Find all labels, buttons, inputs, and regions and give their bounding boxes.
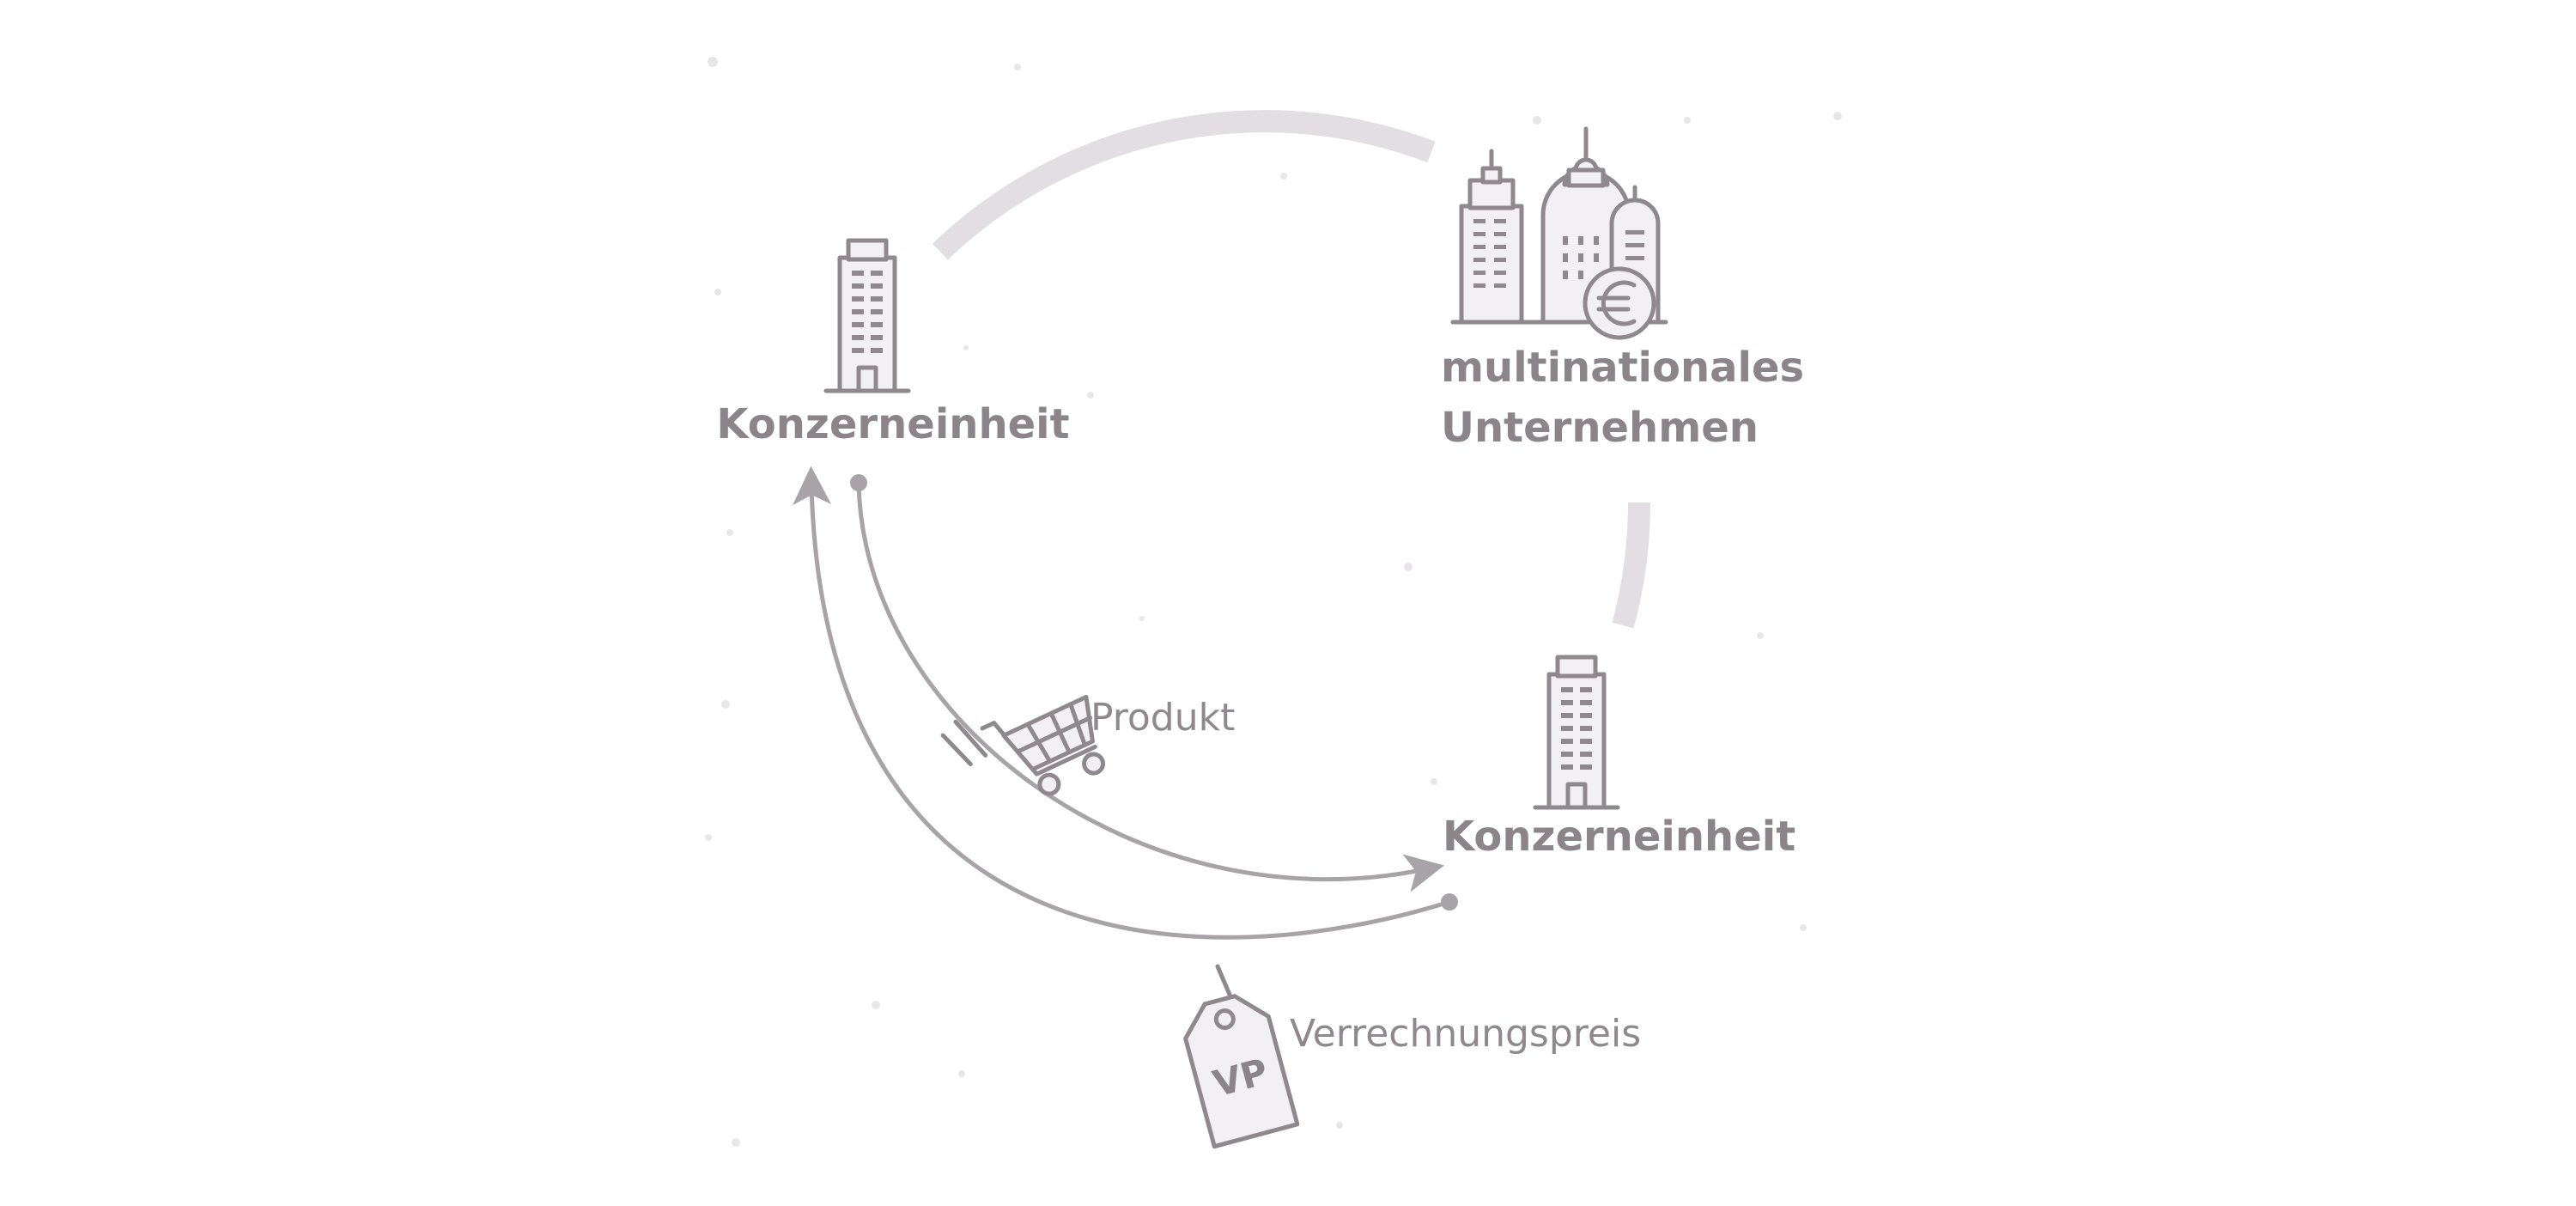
multinational-label-line2: Unternehmen — [1441, 404, 1759, 452]
city-skyline-icon — [1450, 126, 1668, 325]
multinational-label-line1: multinationales — [1441, 344, 1804, 392]
top-left-entity-label: Konzerneinheit — [716, 400, 1069, 448]
paper-speckles — [705, 57, 1842, 1147]
ring-arc-right — [1612, 502, 1651, 629]
product-flow-start-dot — [850, 474, 867, 491]
office-tower-icon — [823, 238, 911, 393]
euro-icon — [1583, 266, 1656, 340]
transfer-price-label: Verrechnungspreis — [1290, 1012, 1641, 1056]
transfer-price-flow-start-dot — [1441, 893, 1458, 911]
price-tag-icon: VP — [1183, 994, 1300, 1149]
ring-arc-top — [933, 110, 1436, 260]
shopping-cart-icon — [940, 694, 1106, 796]
office-tower-icon-right — [1533, 655, 1620, 810]
bottom-right-entity-label: Konzerneinheit — [1443, 813, 1795, 861]
product-label: Produkt — [1091, 696, 1235, 740]
product-flow-arrow — [856, 482, 1445, 892]
paper-texture-area — [701, 50, 1843, 1166]
transfer-price-flow-arrow — [793, 466, 1450, 940]
